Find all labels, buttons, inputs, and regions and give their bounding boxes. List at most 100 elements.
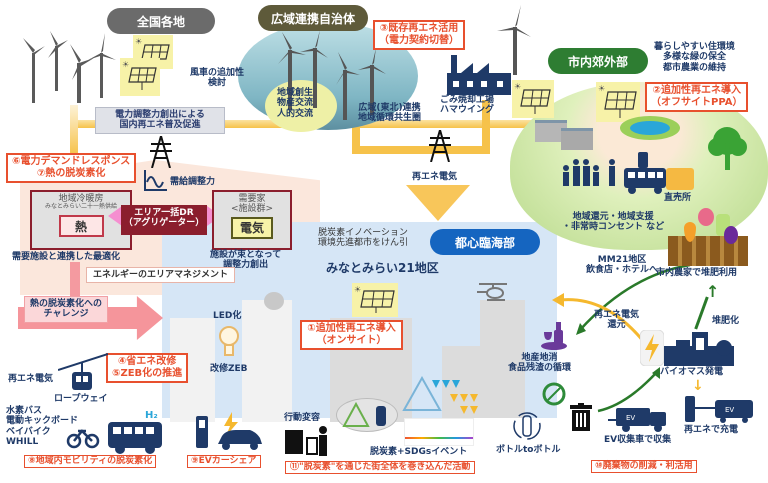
power-line-connector <box>352 146 490 154</box>
building-zeb <box>242 300 292 422</box>
factory-icon <box>447 55 511 95</box>
biomass-plant-icon <box>664 332 734 366</box>
suburb-values-text: 暮らしやすい住環境 多様な緑の保全 都市農業の維持 <box>654 42 735 73</box>
bicycle-icon <box>66 429 100 449</box>
wine-icon <box>541 322 567 350</box>
regional-exchange-text: 地域創生 物産交流 人的交流 <box>277 88 314 119</box>
power-pylon-icon <box>150 136 172 168</box>
svg-text:EV: EV <box>725 406 734 414</box>
measure-8-box: ⑧地域内モビリティの脱炭素化 <box>24 455 157 468</box>
compost-farm-text: 市内農家で堆肥利用 <box>656 268 738 278</box>
bottle-to-bottle-icon <box>513 412 541 440</box>
direct-store-text: 直売所 <box>664 193 692 203</box>
ropeway-text: ロープウェイ <box>54 394 108 404</box>
ropeway-power-text: 再エネ電気 <box>8 374 54 384</box>
incinerator-text: ごみ焼却工場 ハマウイング <box>440 95 495 116</box>
area-management-text: エネルギーのエリアマネジメント <box>86 267 236 284</box>
measure-45-box: ④省エネ改修 ⑤ZEB化の推進 <box>106 353 189 383</box>
measure-3-box: ③既存再エネ活用 （電力契約切替） <box>373 20 465 50</box>
consumer-adjust-text: 施設が束となって 調整力創出 <box>210 250 282 271</box>
wind-turbine-icon <box>497 5 531 75</box>
bunting-flags-icon <box>432 380 478 414</box>
helicopter-icon <box>477 283 507 301</box>
supply-demand-text: 需給調整力 <box>170 177 216 187</box>
ev-collection-truck-icon: EV <box>608 408 666 432</box>
local-food-text: 地産地消 食品残渣の循環 <box>508 353 572 374</box>
pond <box>620 116 680 140</box>
wind-turbines-wide-area-icon <box>278 30 386 120</box>
ev-charger-icon: EV <box>685 396 753 423</box>
district-heating-title: 地域冷暖房 <box>58 194 104 204</box>
measure-11-box: ⑪"脱炭素"を通じた街全体を巻き込んだ活動 <box>285 461 476 474</box>
solar-panel-icon: ☀ <box>512 80 554 118</box>
consumer-title: 需要家 <施設群> <box>230 194 274 215</box>
building-tower <box>480 300 525 418</box>
ev-collect-text: EV収集車で収集 <box>604 435 672 445</box>
renewable-power-arrow <box>406 185 470 221</box>
wind-turbines-nationwide-icon <box>23 31 116 103</box>
power-line-vertical-right <box>482 100 490 152</box>
local-return-text: 地域還元・地域支援 ・非常時コンセント など <box>562 212 665 233</box>
biomass-text: バイオマス発電 <box>660 367 724 377</box>
svg-text:☀: ☀ <box>598 84 605 93</box>
hydrogen-bus-icon <box>108 422 162 454</box>
light-bulb-icon <box>219 326 239 356</box>
decarb-sdgs-text: 脱炭素+SDGsイベント <box>370 447 468 457</box>
suburb-buildings <box>535 120 595 150</box>
heat-label: 熱 <box>58 215 104 238</box>
district-heating-sub: みなとみらい二十一熱供給 <box>44 203 117 211</box>
food-plate-icon <box>542 382 566 406</box>
svg-text:☀: ☀ <box>122 60 129 69</box>
renewable-power-text: 再エネ電気 <box>412 172 458 182</box>
svg-text:☀: ☀ <box>135 37 142 46</box>
cloud-icon <box>264 292 284 310</box>
region-nationwide: 全国各地 <box>107 8 215 34</box>
mm21-restaurants-text: MM21地区 飲食店・ホテルへ <box>586 255 659 276</box>
region-wide-area: 広域連携自治体 <box>258 5 368 31</box>
measure-67-box: ⑥電力デマンドレスポンス ⑦熱の脱炭素化 <box>6 153 137 183</box>
recycle-person-icon <box>285 426 327 456</box>
vegetables-icon <box>680 208 740 244</box>
windmill-additionality-text: 風車の追加性 検討 <box>190 68 245 89</box>
behavior-change-text: 行動変容 <box>284 413 321 423</box>
tohoku-link-text: 広域(東北)連携 地域循環共生圏 <box>358 103 422 124</box>
region-suburbs: 市内郊外部 <box>548 48 648 74</box>
recycle-triangle-icon <box>402 376 442 411</box>
decarb-innovation-text: 脱炭素イノベーション 環境先進都市をけん引 <box>318 228 409 249</box>
measure-2-box: ②追加性再エネ導入 （オフサイトPPA） <box>645 82 749 112</box>
region-city-center: 都心臨海部 <box>430 229 540 255</box>
wave-icon <box>144 170 167 191</box>
composting-text: 堆肥化 <box>712 316 740 326</box>
minatomirai-text: みなとみらい21地区 <box>326 261 439 275</box>
mobility-list-text: 水素バス 電動キックボード ベイバイク WHILL <box>6 406 79 448</box>
svg-text:☀: ☀ <box>514 82 521 91</box>
solar-panel-icon: ☀ <box>596 82 640 122</box>
community-bus-icon <box>563 152 666 194</box>
ev-charge-text: 再エネで充電 <box>684 425 739 435</box>
power-pylon-icon <box>429 130 451 162</box>
h2-text: H₂ <box>145 410 158 421</box>
power-line-vertical-left <box>70 105 78 155</box>
measure-1-box: ①追加性再エネ導入 （オンサイト） <box>300 320 403 350</box>
electricity-label: 電気 <box>231 216 273 239</box>
recycle-bottle-icon <box>342 401 386 427</box>
compost-arrow: ↑ <box>706 282 720 301</box>
ropeway-icon <box>58 353 108 390</box>
consumer-box: 需要家 <施設群> 電気 <box>212 190 292 250</box>
power-adjust-text: 電力調整力創出による 国内再エネ普及促進 <box>95 107 225 134</box>
zeb-renovation-text: 改修ZEB <box>210 364 248 374</box>
solar-panel-icon: ☀ <box>352 283 398 317</box>
measure-10-box: ⑩廃棄物の削減・利活用 <box>591 460 697 473</box>
aggregator-box: エリア一括DR （アグリゲーター） <box>121 205 207 235</box>
sdgs-logo <box>404 418 474 446</box>
renewable-return-text: 再エネ電気 還元 <box>594 310 640 331</box>
bottle-to-bottle-text: ボトルtoボトル <box>496 445 561 455</box>
lightning-icon <box>640 330 664 366</box>
ev-car-share-icon <box>196 412 262 450</box>
led-text: LED化 <box>213 311 242 321</box>
power-line-vertical-mid <box>352 120 360 152</box>
trash-bin-icon <box>570 403 592 431</box>
heat-optimize-text: 需要施設と連携した最適化 <box>12 252 121 262</box>
vegetable-box-icon <box>666 168 694 190</box>
svg-text:☀: ☀ <box>354 285 361 294</box>
